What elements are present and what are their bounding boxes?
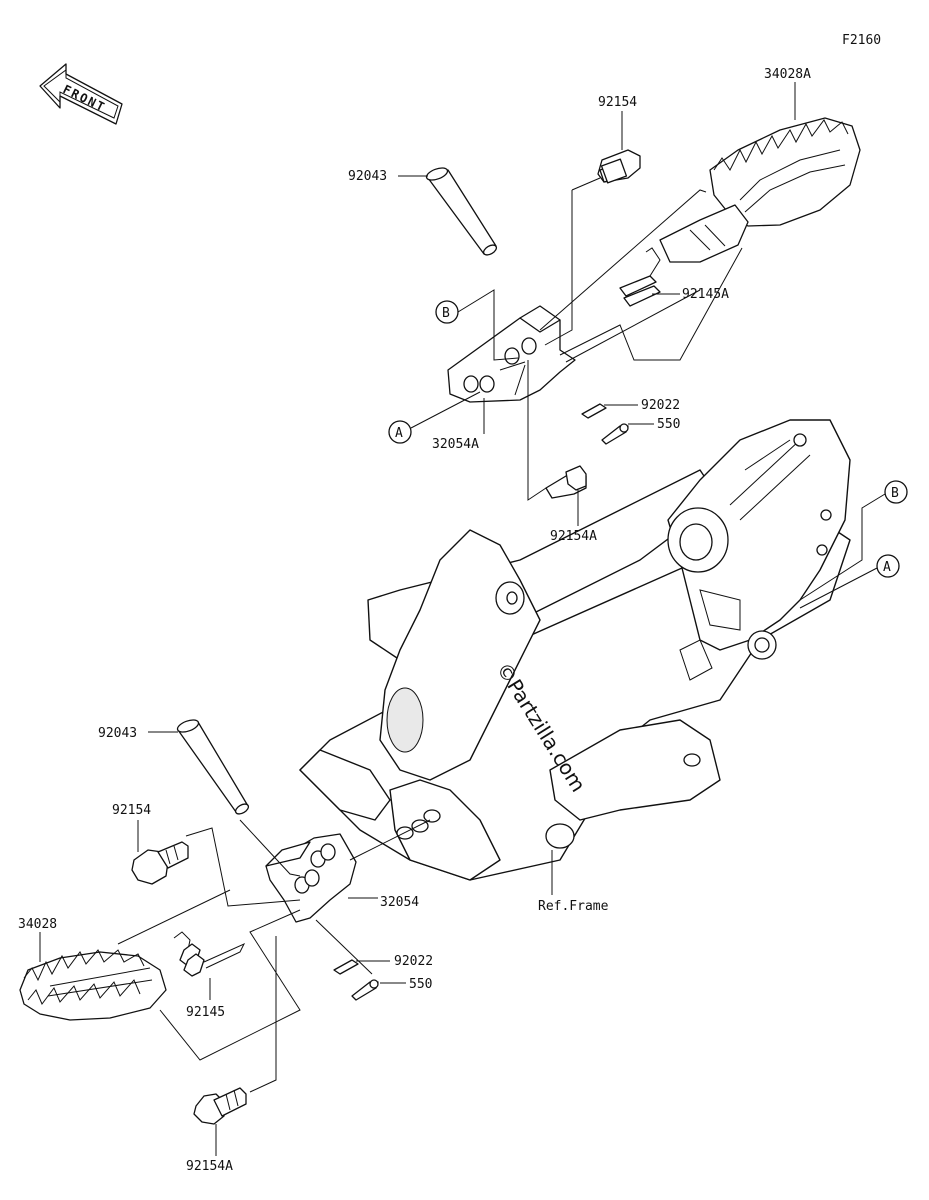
washer-92022-upper bbox=[581, 403, 607, 419]
spring-92145 bbox=[173, 931, 246, 977]
pin-92043-upper bbox=[425, 167, 498, 256]
bolt-92154A-upper bbox=[545, 465, 587, 499]
label-92043-lower: 92043 bbox=[98, 726, 137, 741]
callout-b-upper-text: B bbox=[442, 306, 450, 321]
callout-b-right-text: B bbox=[891, 486, 899, 501]
cotter-550-lower bbox=[351, 979, 379, 1001]
footpeg-34028A bbox=[659, 117, 861, 263]
label-92154-upper: 92154 bbox=[598, 95, 637, 110]
label-92154A-lower: 92154A bbox=[186, 1159, 233, 1174]
front-arrow-icon: FRONT bbox=[39, 63, 123, 125]
label-92154-lower: 92154 bbox=[112, 803, 151, 818]
callout-a-upper-text: A bbox=[395, 426, 403, 441]
pin-92043-lower bbox=[176, 719, 250, 815]
label-92043-upper: 92043 bbox=[348, 169, 387, 184]
label-32054: 32054 bbox=[380, 895, 419, 910]
frame-illustration bbox=[299, 419, 851, 881]
diagram-code: F2160 bbox=[842, 33, 881, 48]
cotter-550-upper bbox=[601, 423, 629, 445]
label-92022-upper: 92022 bbox=[641, 398, 680, 413]
bracket-32054 bbox=[265, 833, 357, 923]
spring-92145A bbox=[619, 247, 661, 307]
label-92154A-upper: 92154A bbox=[550, 529, 597, 544]
callout-a-upper bbox=[388, 420, 412, 444]
label-550-lower: 550 bbox=[409, 977, 432, 992]
label-32054A: 32054A bbox=[432, 437, 479, 452]
bolt-92154A-lower bbox=[193, 1087, 247, 1125]
bracket-32054A bbox=[447, 305, 576, 403]
washer-92022-lower bbox=[333, 959, 359, 975]
ref-frame-label: Ref.Frame bbox=[538, 899, 609, 914]
label-92022-lower: 92022 bbox=[394, 954, 433, 969]
label-34028: 34028 bbox=[18, 917, 57, 932]
label-34028A: 34028A bbox=[764, 67, 811, 82]
footpeg-34028 bbox=[19, 949, 167, 1021]
label-92145A: 92145A bbox=[682, 287, 729, 302]
callout-b-right bbox=[884, 480, 908, 504]
bolt-92154-upper bbox=[597, 149, 641, 184]
label-550-upper: 550 bbox=[657, 417, 680, 432]
bolt-92154-lower bbox=[131, 841, 189, 885]
label-92145: 92145 bbox=[186, 1005, 225, 1020]
callout-a-right-text: A bbox=[883, 560, 891, 575]
callout-a-right bbox=[876, 554, 900, 578]
